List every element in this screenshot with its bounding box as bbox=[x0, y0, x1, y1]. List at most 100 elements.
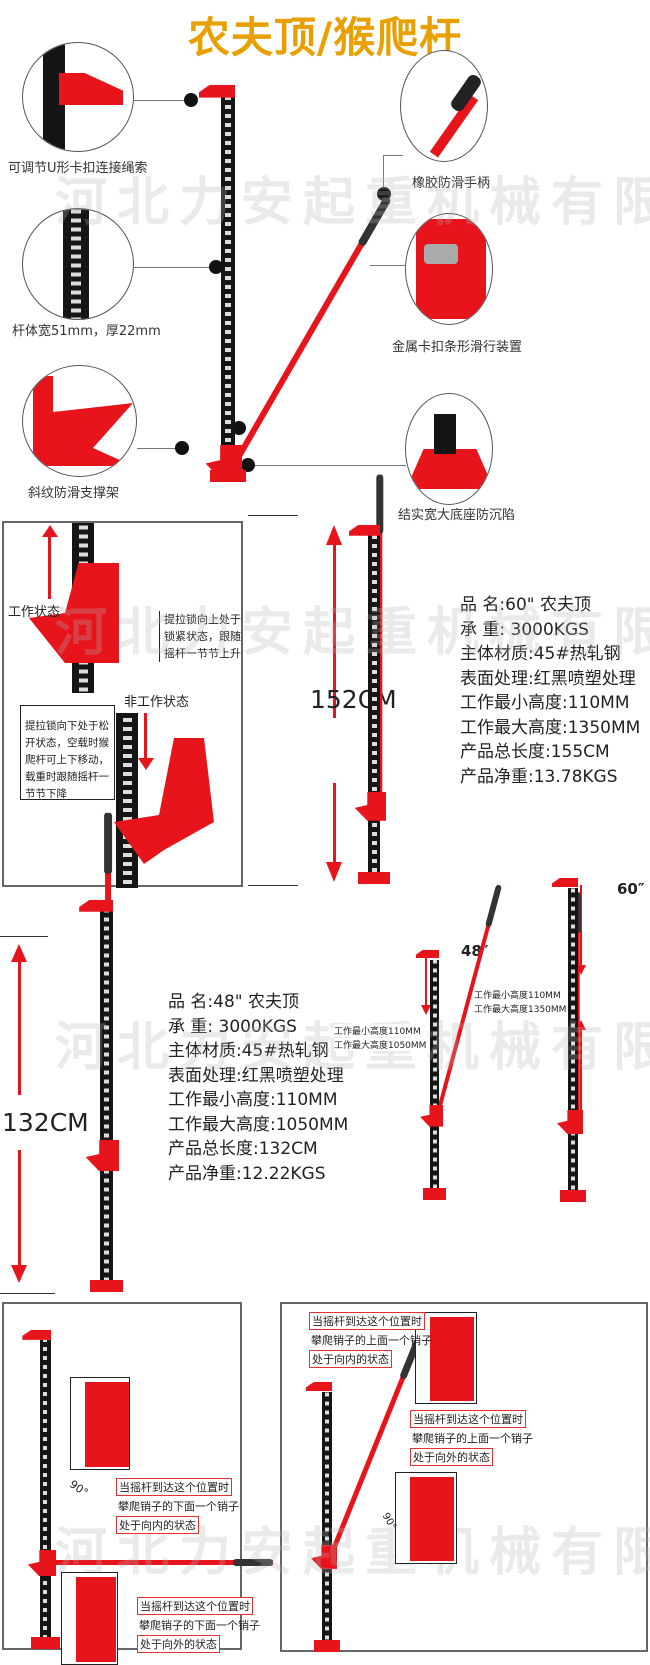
min-height-60: 工作最小高度110MM bbox=[474, 988, 561, 1001]
dimension-arrow-icon bbox=[333, 530, 336, 718]
spec-item: 工作最大高度:1050MM bbox=[168, 1114, 349, 1135]
jack-climbing-mechanism bbox=[354, 792, 386, 821]
arrow-down-icon bbox=[144, 713, 147, 758]
jack-base bbox=[314, 1640, 340, 1652]
inward-state-photo bbox=[415, 1312, 477, 1404]
jack-top-clamp bbox=[198, 85, 235, 98]
jack-top-clamp bbox=[348, 525, 380, 536]
feature-base-label: 结实宽大底座防沉陷 bbox=[398, 508, 516, 523]
arrow-head-icon bbox=[11, 944, 27, 962]
outward-state-photo bbox=[61, 1572, 118, 1665]
note-label: 攀爬销子的上面一个销子 bbox=[412, 1432, 533, 1445]
spec-item: 产品总长度:155CM bbox=[460, 742, 610, 762]
callout-line bbox=[134, 100, 190, 101]
note-label: 处于向内的状态 bbox=[309, 1350, 392, 1368]
bar-photo bbox=[434, 414, 456, 454]
dimension-line bbox=[248, 515, 298, 516]
jack-bar bbox=[368, 535, 380, 880]
dimension-line bbox=[0, 1293, 55, 1294]
bar-detail-image bbox=[22, 208, 134, 320]
callout-dot bbox=[209, 260, 223, 274]
jack-base bbox=[89, 1280, 124, 1292]
idle-state-desc: 提拉锁向下处于松开状态，空载时猴爬杆可上下移动，载重时跟随摇杆一节节下降 bbox=[20, 705, 115, 800]
working-state-desc: 提拉锁向上处于锁紧状态，跟随摇杆一节节上升 bbox=[159, 611, 249, 662]
mechanism-photo bbox=[76, 1577, 116, 1662]
dimension-arrow-icon bbox=[333, 783, 336, 873]
callout-line bbox=[250, 465, 406, 466]
handle-grip bbox=[357, 196, 392, 248]
jack-bar bbox=[221, 95, 235, 478]
jack-climbing-mechanism bbox=[85, 1140, 120, 1172]
working-state-label: 工作状态 bbox=[8, 605, 61, 620]
jack-top-clamp bbox=[552, 878, 578, 887]
usage-panel-lower-pin: 90° 当摇杆到达这个位置时 攀爬销子的下面一个销子 处于向内的状态 当摇杆到达… bbox=[2, 1302, 260, 1665]
jack-base bbox=[31, 1637, 60, 1649]
dimension-arrow-icon bbox=[425, 958, 427, 1013]
jack-top-clamp bbox=[306, 1382, 332, 1391]
arrow-head-icon bbox=[326, 525, 342, 545]
feature-bar-size-label: 杆体宽51mm，厚22mm bbox=[12, 324, 161, 339]
slider-detail-image bbox=[405, 213, 493, 325]
spec-item: 工作最大高度:1350MM bbox=[460, 717, 641, 738]
idle-state-label: 非工作状态 bbox=[124, 695, 190, 710]
note-label: 当摇杆到达这个位置时 bbox=[116, 1478, 232, 1496]
jack-handle bbox=[235, 196, 392, 460]
arrow-head-icon bbox=[576, 1020, 586, 1030]
note-label: 处于向外的状态 bbox=[137, 1635, 220, 1653]
jack-bar bbox=[568, 888, 578, 1198]
base-photo bbox=[406, 449, 492, 489]
spec-item: 产品净重:13.78KGS bbox=[460, 766, 618, 787]
base-detail-image bbox=[405, 393, 493, 505]
callout-line bbox=[134, 267, 214, 268]
jack-base bbox=[422, 1188, 447, 1200]
feature-handle-label: 橡胶防滑手柄 bbox=[412, 176, 491, 191]
mechanism-photo bbox=[430, 1317, 474, 1401]
dimension-line bbox=[0, 936, 48, 937]
note-label: 当摇杆到达这个位置时 bbox=[137, 1597, 253, 1615]
mechanism-photo bbox=[416, 219, 486, 319]
jack-bar bbox=[100, 910, 113, 1288]
arrow-head-icon bbox=[326, 862, 342, 882]
max-height-48: 工作最大高度1050MM bbox=[334, 1038, 427, 1051]
jack-climbing-mechanism bbox=[420, 1105, 444, 1127]
min-height-48: 工作最小高度110MM bbox=[334, 1024, 421, 1037]
inward-state-photo bbox=[70, 1377, 130, 1470]
angle-label: 90° bbox=[67, 1477, 91, 1500]
callout-line bbox=[137, 448, 179, 449]
idle-state-photo bbox=[116, 713, 146, 888]
arrow-head-icon bbox=[11, 1265, 27, 1283]
spec-list-48: 品 名:48" 农夫顶 承 重: 3000KGS 主体材质:45#热轧钢 表面处… bbox=[168, 990, 348, 1186]
height-152-label: 152CM bbox=[310, 685, 397, 714]
spec-item: 工作最小高度:110MM bbox=[460, 693, 630, 713]
spec-item: 承 重: 3000KGS bbox=[460, 619, 589, 640]
callout-dot bbox=[232, 421, 246, 435]
jack-climbing-mechanism bbox=[557, 1110, 583, 1134]
mechanism-photo bbox=[85, 1382, 129, 1467]
page-title: 农夫顶/猴爬杆 bbox=[187, 13, 463, 62]
jack-top-clamp bbox=[415, 950, 439, 959]
arrow-up-icon bbox=[48, 531, 51, 599]
bar-photo bbox=[116, 713, 138, 888]
outward-state-photo bbox=[395, 1472, 457, 1564]
dimension-arrow-icon bbox=[580, 1025, 582, 1115]
arrow-head-icon bbox=[42, 525, 58, 537]
handle-grip bbox=[485, 884, 503, 928]
latch-photo bbox=[424, 244, 458, 264]
note-label: 处于向外的状态 bbox=[410, 1448, 493, 1466]
note-label: 当摇杆到达这个位置时 bbox=[309, 1312, 425, 1330]
spec-item: 表面处理:红黑喷塑处理 bbox=[168, 1065, 344, 1086]
u-clip-detail-image bbox=[22, 42, 134, 152]
jack-base bbox=[358, 872, 390, 884]
jack-bar bbox=[322, 1392, 332, 1648]
jack-bar bbox=[430, 960, 439, 1196]
callout-dot bbox=[241, 458, 255, 472]
spec-item: 产品净重:12.22KGS bbox=[168, 1163, 326, 1184]
callout-line bbox=[383, 155, 403, 156]
jack-bar bbox=[40, 1340, 51, 1645]
bar-photo bbox=[63, 209, 89, 319]
spec-list-60: 品 名:60" 农夫顶 承 重: 3000KGS 主体材质:45#热轧钢 表面处… bbox=[460, 593, 640, 789]
dimension-arrow-icon bbox=[18, 1150, 21, 1270]
clamp-photo bbox=[59, 73, 123, 105]
size-tag-60: 60″ bbox=[617, 880, 645, 898]
note-label: 当摇杆到达这个位置时 bbox=[410, 1410, 526, 1428]
